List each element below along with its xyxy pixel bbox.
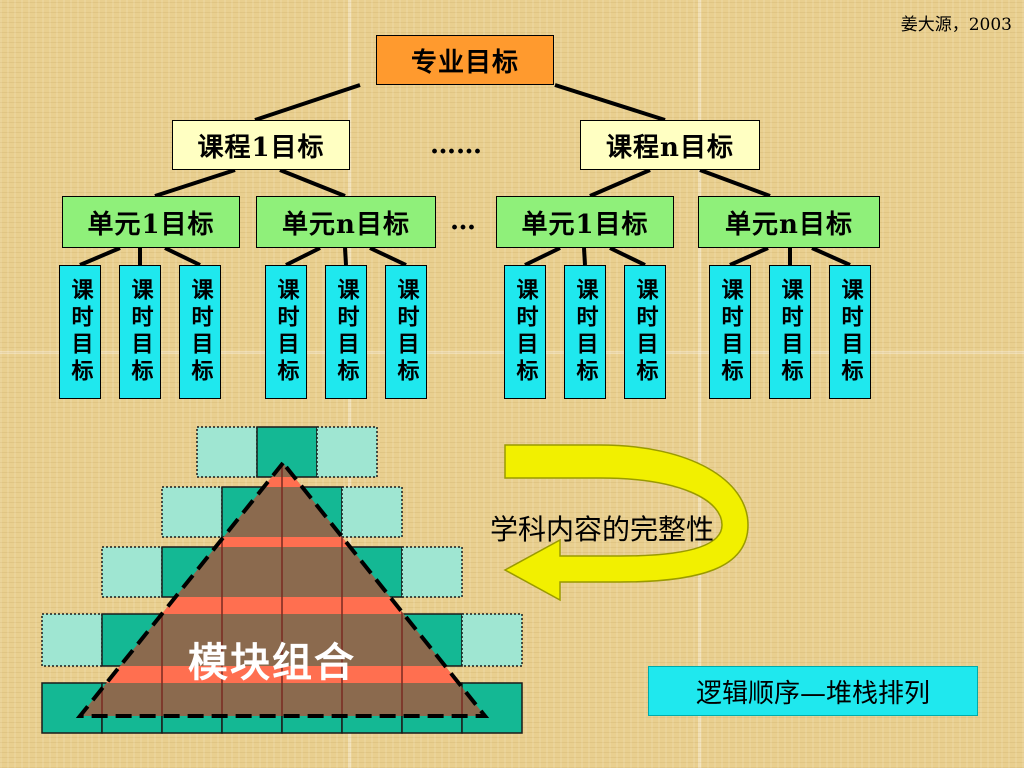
course-1-goal-node: 课程1目标 bbox=[172, 120, 350, 170]
lesson-goal-box: 课时目标 bbox=[624, 265, 666, 399]
subject-completeness-label: 学科内容的完整性 bbox=[490, 513, 715, 546]
unit-ellipsis: … bbox=[450, 206, 476, 236]
unit-n-goal-node: 单元n目标 bbox=[256, 196, 436, 248]
lesson-goal-box: 课时目标 bbox=[325, 265, 367, 399]
module-combination-label: 模块组合 bbox=[188, 640, 356, 686]
major-goal-node: 专业目标 bbox=[376, 35, 554, 85]
lesson-goal-box: 课时目标 bbox=[59, 265, 101, 399]
lesson-goal-box: 课时目标 bbox=[119, 265, 161, 399]
lesson-goal-box: 课时目标 bbox=[265, 265, 307, 399]
unit-1-goal-node-b: 单元1目标 bbox=[496, 196, 674, 248]
lesson-goal-box: 课时目标 bbox=[829, 265, 871, 399]
lesson-goal-box: 课时目标 bbox=[385, 265, 427, 399]
tree-connectors bbox=[79, 83, 851, 267]
lesson-goal-box: 课时目标 bbox=[179, 265, 221, 399]
logical-order-label: 逻辑顺序—堆栈排列 bbox=[648, 666, 978, 716]
author-credit: 姜大源，2003 bbox=[900, 15, 1012, 35]
lesson-goal-box: 课时目标 bbox=[504, 265, 546, 399]
course-n-goal-node: 课程n目标 bbox=[580, 120, 760, 170]
unit-n-goal-node-b: 单元n目标 bbox=[698, 196, 880, 248]
lesson-goal-box: 课时目标 bbox=[709, 265, 751, 399]
unit-1-goal-node: 单元1目标 bbox=[62, 196, 240, 248]
course-ellipsis: …… bbox=[430, 130, 482, 160]
lesson-goal-box: 课时目标 bbox=[769, 265, 811, 399]
lesson-goal-box: 课时目标 bbox=[564, 265, 606, 399]
